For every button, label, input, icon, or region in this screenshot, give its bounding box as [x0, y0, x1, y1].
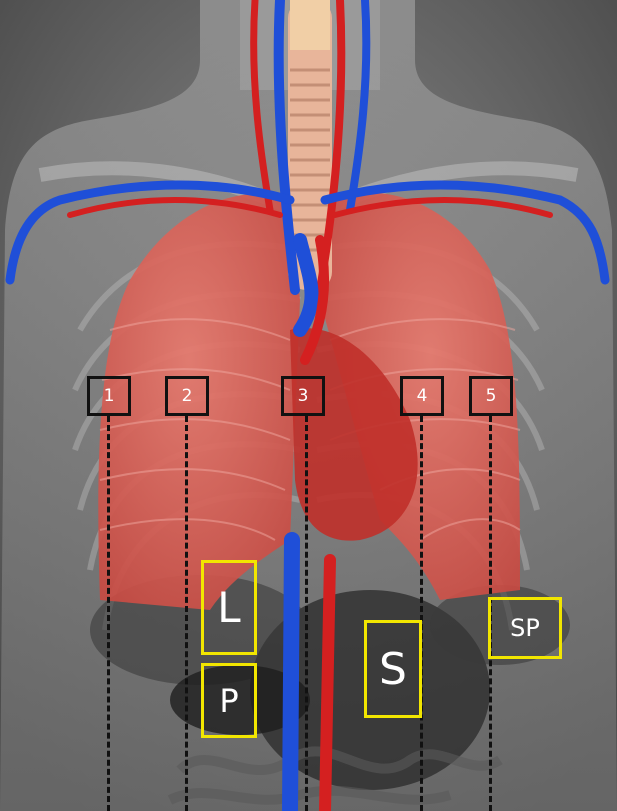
position-marker-3: 3 — [281, 376, 325, 416]
organ-marker-liver: L — [201, 560, 257, 655]
organ-marker-stomach: S — [364, 620, 422, 718]
position-marker-1-label: 1 — [104, 386, 115, 406]
position-marker-5-label: 5 — [486, 386, 497, 406]
position-marker-2: 2 — [165, 376, 209, 416]
position-marker-3-label: 3 — [298, 386, 309, 406]
guide-line-3 — [305, 416, 308, 811]
position-marker-5: 5 — [469, 376, 513, 416]
guide-line-2 — [185, 416, 188, 811]
position-marker-4: 4 — [400, 376, 444, 416]
position-marker-2-label: 2 — [182, 386, 193, 406]
organ-marker-pancreas-label: P — [219, 682, 238, 720]
guide-line-1 — [107, 416, 110, 811]
position-marker-1: 1 — [87, 376, 131, 416]
larynx — [290, 0, 330, 50]
organ-marker-stomach-label: S — [379, 644, 407, 695]
organ-marker-liver-label: L — [217, 583, 240, 632]
organ-marker-pancreas: P — [201, 663, 257, 738]
position-marker-4-label: 4 — [417, 386, 428, 406]
organ-marker-spleen-label: SP — [510, 614, 540, 642]
organ-marker-spleen: SP — [488, 597, 562, 659]
guide-line-4 — [420, 416, 423, 811]
